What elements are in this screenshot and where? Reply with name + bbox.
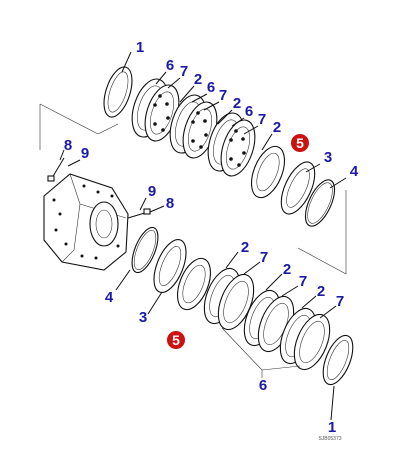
part-label-9: 2 (273, 119, 281, 136)
plate-group-bottom-3 (279, 307, 331, 371)
part-label-12: 8 (64, 137, 72, 154)
part-label-13: 9 (81, 145, 89, 162)
leader-lines (59, 51, 347, 421)
retainer-ring-bottom (153, 239, 187, 293)
part-label-0: 1 (136, 39, 144, 56)
plate-group-top-1 (131, 78, 180, 142)
upper-guide-lines (39, 103, 347, 275)
part-label-23: 7 (336, 293, 344, 310)
spring-plate-top (250, 145, 286, 199)
part-label-3: 2 (194, 71, 202, 88)
badge-circle (167, 331, 185, 349)
part-label-22: 2 (317, 283, 325, 300)
o-ring-top (304, 179, 336, 227)
part-label-25: 1 (328, 419, 336, 436)
part-label-5: 7 (219, 87, 227, 104)
snap-ring-top (103, 66, 133, 118)
snap-ring-bottom (322, 334, 354, 386)
part-label-8: 7 (258, 111, 266, 128)
retainer-ring-top (280, 161, 316, 215)
drawing-code: SJB05373 (318, 436, 341, 442)
part-label-17: 3 (139, 309, 147, 326)
transmission-housing (43, 173, 129, 271)
o-ring-bottom (131, 226, 159, 274)
plate-group-top-2 (169, 94, 218, 159)
part-label-15: 8 (166, 195, 174, 212)
badge-5-bottom: 5 (167, 331, 185, 349)
part-label-6: 2 (233, 95, 241, 112)
badge-text: 5 (172, 332, 180, 348)
plate-group-bottom-1 (203, 267, 255, 331)
bolt-left (47, 157, 65, 182)
lower-bracket-6 (221, 327, 301, 378)
part-label-14: 9 (148, 183, 156, 200)
part-label-20: 2 (283, 261, 291, 278)
part-label-7: 6 (245, 103, 253, 120)
part-label-2: 7 (180, 63, 188, 80)
part-label-24: 6 (259, 377, 267, 394)
bolt-right (127, 208, 151, 219)
part-label-4: 6 (207, 79, 215, 96)
badge-text: 5 (296, 135, 304, 151)
part-label-1: 6 (166, 57, 174, 74)
part-label-21: 7 (299, 273, 307, 290)
badge-circle (291, 134, 309, 152)
part-label-16: 4 (105, 289, 114, 306)
plate-group-top-3 (207, 112, 256, 177)
part-label-19: 7 (260, 249, 268, 266)
part-label-11: 4 (350, 163, 359, 180)
part-label-10: 3 (324, 149, 332, 166)
spring-plate-bottom (176, 257, 212, 311)
part-label-18: 2 (241, 239, 249, 256)
badge-5-top: 5 (291, 134, 309, 152)
